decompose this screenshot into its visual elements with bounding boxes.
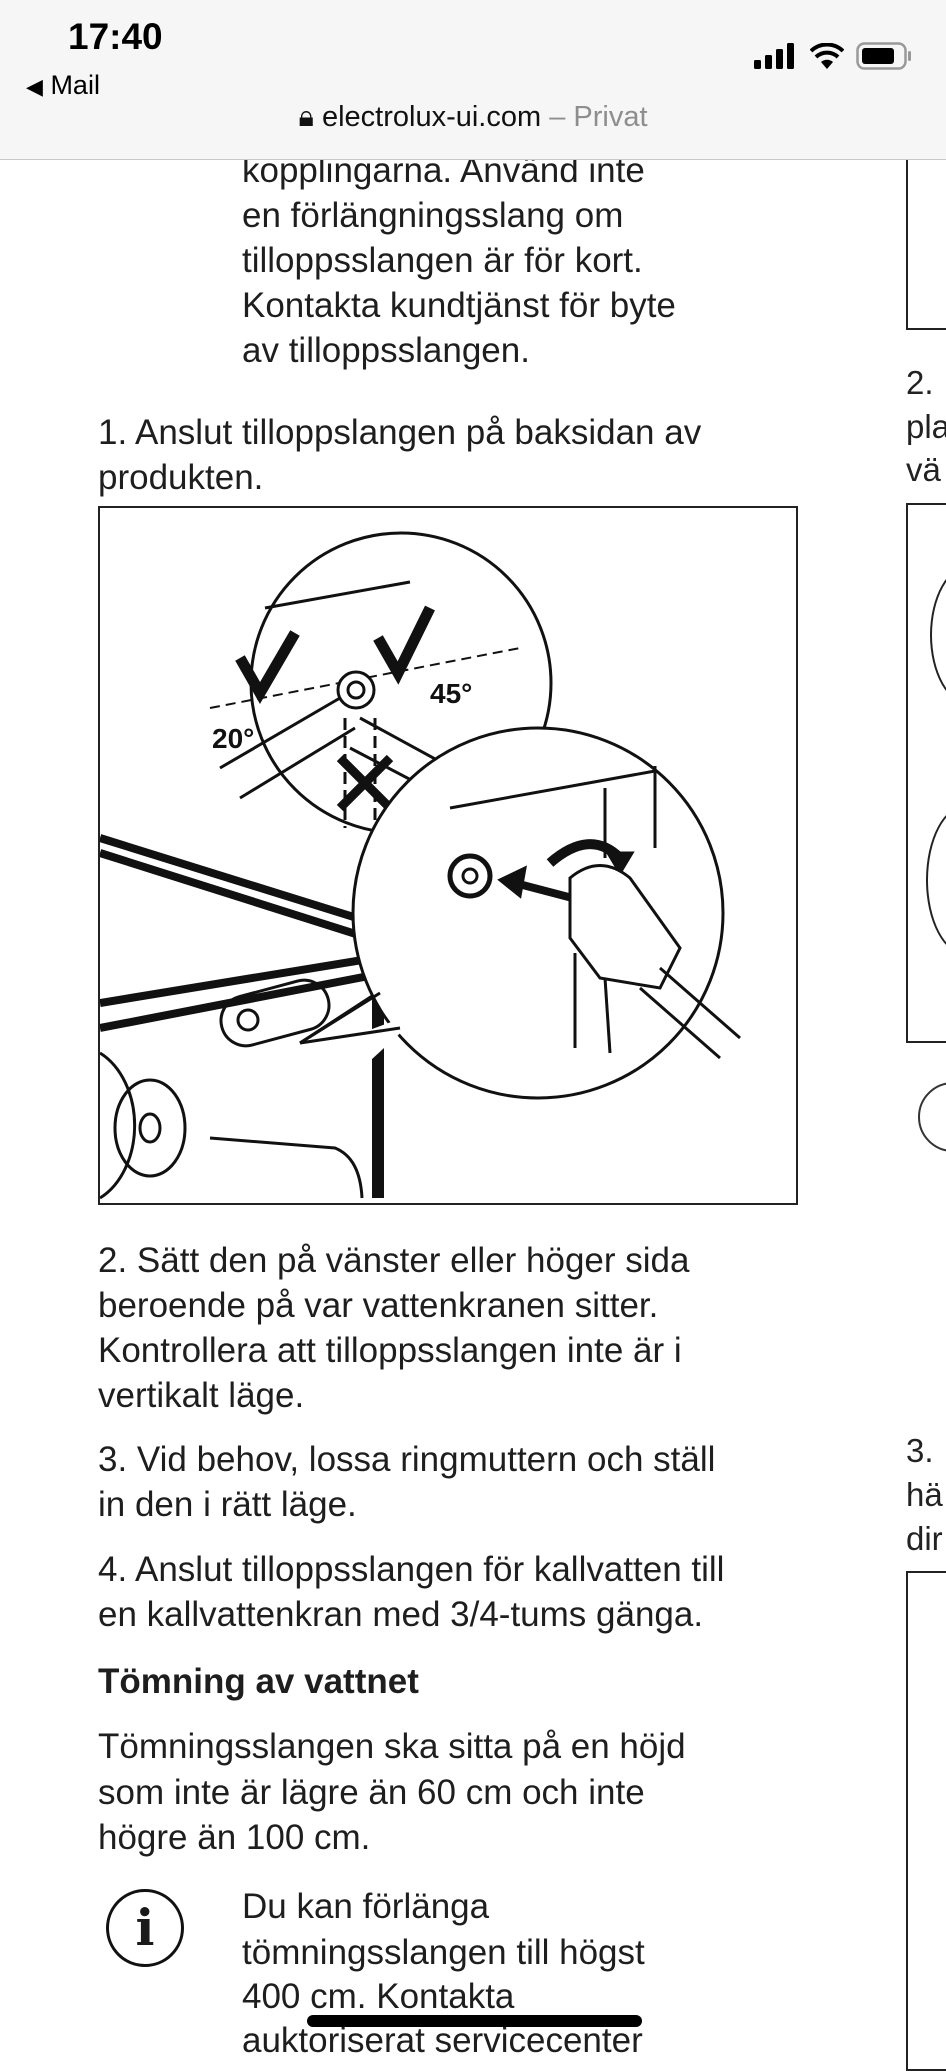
right-step2-line: pla (906, 408, 946, 445)
right-info-icon (918, 1082, 946, 1152)
step2-line: Kontrollera att tilloppsslangen inte är … (98, 1331, 682, 1370)
right-step3-line: dir (906, 1520, 943, 1557)
right-step2-line: vä (906, 451, 941, 488)
status-icons (754, 42, 912, 70)
angle-label-20: 20° (212, 723, 254, 754)
battery-icon (856, 42, 911, 70)
address-bar[interactable]: 🔒︎ electrolux-ui.com – Privat (0, 101, 946, 134)
right-figure-border (906, 328, 946, 330)
info-line: 400 cm. Kontakta (242, 1977, 515, 2016)
back-to-mail-button[interactable]: ◀ Mail (26, 70, 100, 101)
step3-line: in den i rätt läge. (98, 1485, 357, 1524)
step1-line: produkten. (98, 458, 264, 497)
step4-line: 4. Anslut tilloppsslangen för kallvatten… (98, 1550, 725, 1589)
url-domain: electrolux-ui.com (321, 101, 542, 133)
status-time: 17:40 (68, 16, 163, 57)
step2-line: beroende på var vattenkranen sitter. (98, 1286, 659, 1325)
home-indicator[interactable] (307, 2015, 642, 2027)
right-figure (906, 503, 946, 1043)
browser-header: 17:40 ◀ Mail 🔒︎ electrolux-ui.com – Priv… (0, 0, 946, 160)
intro-line: av tilloppsslangen. (242, 331, 530, 370)
wifi-icon (810, 43, 844, 69)
section-heading: Tömning av vattnet (98, 1662, 419, 1701)
back-label: Mail (50, 70, 100, 100)
intro-line: Kontakta kundtjänst för byte (242, 286, 676, 325)
step3-line: 3. Vid behov, lossa ringmuttern och stäl… (98, 1440, 716, 1479)
angle-label-45: 45° (430, 678, 472, 709)
step2-line: vertikalt läge. (98, 1376, 305, 1415)
drain-line: som inte är lägre än 60 cm och inte (98, 1773, 645, 1812)
lock-icon: 🔒︎ (298, 101, 314, 133)
back-arrow-icon: ◀ (26, 74, 43, 99)
info-line: tömningsslangen till högst (242, 1933, 645, 1972)
step4-line: en kallvattenkran med 3/4-tums gänga. (98, 1595, 704, 1634)
step2-line: 2. Sätt den på vänster eller höger sida (98, 1241, 690, 1280)
right-step3-line: hä (906, 1476, 943, 1513)
drain-line: högre än 100 cm. (98, 1818, 371, 1857)
right-figure-border (906, 160, 908, 330)
info-icon: i (106, 1889, 184, 1967)
intro-line: tilloppsslangen är för kort. (242, 241, 643, 280)
info-line: Du kan förlänga (242, 1887, 490, 1926)
drain-line: Tömningsslangen ska sitta på en höjd (98, 1727, 686, 1766)
right-step2-line: 2. (906, 364, 934, 401)
right-figure (906, 1571, 946, 2071)
right-step3-line: 3. (906, 1432, 934, 1469)
step1-line: 1. Anslut tilloppslangen på baksidan av (98, 413, 702, 452)
intro-line: en förlängningsslang om (242, 196, 624, 235)
hose-connection-illustration: 20° 45° (98, 506, 798, 1205)
private-mode-label: – Privat (541, 101, 648, 133)
signal-icon (754, 43, 794, 69)
